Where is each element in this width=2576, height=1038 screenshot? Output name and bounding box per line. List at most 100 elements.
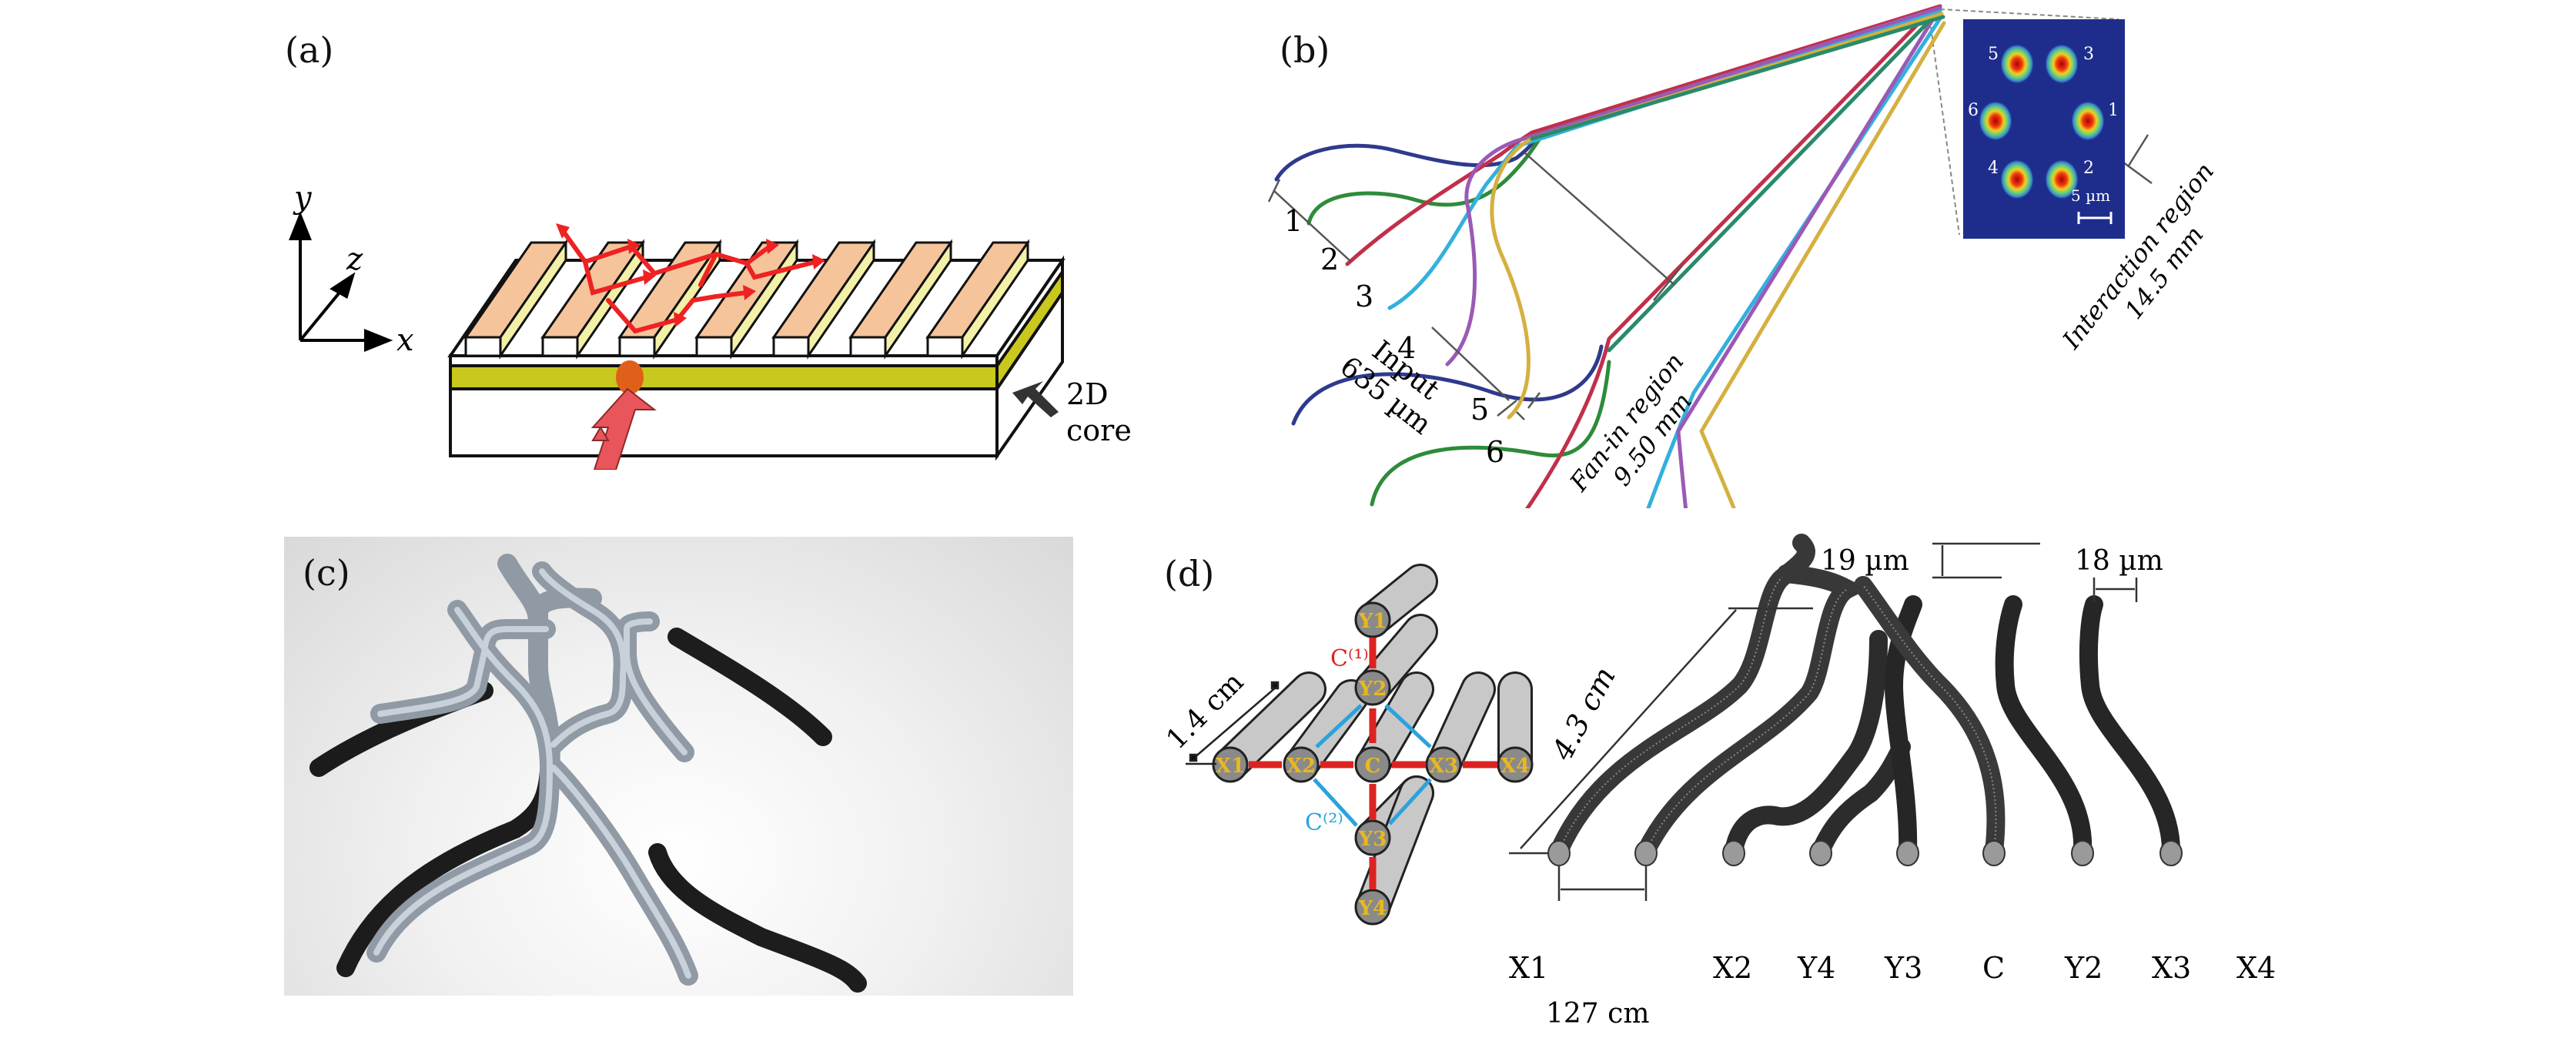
waveguide-1	[1291, 344, 1604, 426]
mode-spot-6	[1979, 101, 2012, 141]
node-label-x4: X4	[1500, 755, 1530, 778]
mode-label-2: 2	[2083, 159, 2094, 178]
grating-ridge-front	[926, 336, 964, 357]
mode-label-5: 5	[1988, 45, 1999, 64]
waveguide-3	[1524, 7, 1935, 508]
fiber-coil-texture	[1558, 577, 1997, 852]
core-annotation-line1: 2D	[1066, 377, 1109, 411]
mode-label-4: 4	[1988, 159, 1999, 178]
diagonal-coupling-arrows	[1313, 704, 1432, 827]
fiber-x4	[2079, 595, 2180, 860]
axis-z-label: z	[346, 242, 363, 277]
scale-bar-label: 5 µm	[2071, 186, 2110, 205]
axes-icon	[289, 211, 393, 352]
mode-spot-5	[2000, 44, 2034, 84]
scale-bar	[2077, 212, 2113, 224]
panel-c-label: (c)	[303, 552, 350, 594]
node-label-y1: Y1	[1358, 610, 1387, 633]
tube-highlights	[373, 568, 691, 979]
output-label-c: C	[1982, 951, 2005, 985]
node-label-x3: X3	[1429, 755, 1458, 778]
propagation-rays	[560, 227, 818, 334]
panel-b-label: (b)	[1280, 29, 1330, 71]
fiber-y4	[1725, 630, 1888, 860]
mode-label-3: 3	[2083, 45, 2094, 64]
waveguide-label-5: 5	[1470, 393, 1489, 427]
waveguide-label-3: 3	[1355, 280, 1373, 313]
node-label-x1: X1	[1216, 755, 1245, 778]
fiber-y2	[1854, 576, 2006, 860]
waveguide-4	[1646, 16, 1942, 508]
waveguide-label-6: 6	[1486, 435, 1504, 469]
output-label-x3: X3	[2152, 951, 2191, 985]
length-dimension-1-4cm	[1186, 681, 1280, 765]
vertical-sep-label: 19 µm	[1821, 545, 1909, 577]
mode-label-6: 6	[1968, 101, 1979, 120]
panel-d-label: (d)	[1164, 553, 1215, 594]
helical-fibers	[1550, 534, 2180, 860]
output-label-x1: X1	[1509, 951, 1548, 985]
panel-a-label: (a)	[285, 29, 334, 71]
input-label: Input 635 µm	[1334, 335, 1446, 441]
cylinder-end-y3	[1354, 819, 1391, 856]
mode-spot-3	[2045, 44, 2079, 84]
panel-c-render: (c)	[284, 537, 1073, 996]
fanin-label: Fan-in region 9.50 mm	[1564, 347, 1698, 497]
fiber-c	[1884, 595, 1922, 860]
fiber-y3	[1812, 738, 1911, 860]
core-pointer-arrow-icon	[1012, 381, 1059, 417]
node-label-y3: Y3	[1358, 828, 1387, 851]
cylinder-end-x4	[1497, 746, 1534, 783]
cylinder-body	[1357, 778, 1432, 922]
fiber-end-caps	[1547, 840, 2183, 866]
output-label-x2: X2	[1713, 951, 1752, 985]
node-label-c: C	[1365, 755, 1381, 778]
output-label-y4: Y4	[1797, 951, 1835, 985]
grating-ridge-front	[849, 336, 887, 357]
waveguide-label-4: 4	[1397, 331, 1416, 365]
fiber-x3	[1995, 595, 2093, 860]
nearest-coupling-arrows	[1249, 638, 1497, 889]
panel-b-diagram	[1291, 7, 2119, 508]
input-beam-arrow-icon	[590, 387, 657, 470]
tubes	[366, 554, 698, 986]
mode-profile-inset: 5 3 6 1 4 2 5 µm	[1963, 19, 2125, 239]
mode-spot-1	[2071, 101, 2105, 141]
cylinder-end-c	[1354, 746, 1391, 783]
waveguide-label-1: 1	[1284, 204, 1303, 238]
input-spot	[616, 360, 644, 394]
waveguide-bundle	[1291, 7, 1946, 508]
output-label-y3: Y3	[1884, 951, 1922, 985]
cylinder-body	[1215, 674, 1324, 780]
horizontal-sep-label: 18 µm	[2075, 545, 2163, 577]
output-labels: X1 X2 Y4 Y3 C Y2 X3 X4	[1509, 951, 2276, 985]
dimension-lines	[1267, 134, 2153, 420]
ray-arrowheads	[556, 223, 825, 327]
panel-b-overlay: 1 2 3 4 5 6 Input 635 µm Fan-in region 9…	[1267, 4, 2220, 497]
axis-x-label: x	[396, 323, 414, 358]
node-label-x2: X2	[1286, 755, 1316, 778]
waveguide-5	[1676, 12, 1939, 508]
dimension-lines	[1509, 542, 2138, 901]
pitch-label: 127 cm	[1546, 998, 1649, 1030]
coupling-label-c1: C⁽¹⁾	[1330, 645, 1369, 672]
cylinder-end-y2	[1354, 669, 1391, 706]
mode-label-1: 1	[2108, 101, 2119, 120]
cylinder-end-x2	[1283, 746, 1320, 783]
grating-ridge-front	[618, 336, 656, 357]
mode-spot-2	[2045, 159, 2079, 199]
length-label-4-3cm: 4.3 cm	[1545, 661, 1622, 766]
axis-y-label: y	[293, 180, 313, 216]
output-label-y2: Y2	[2064, 951, 2103, 985]
core-annotation-line2: core	[1066, 414, 1132, 447]
mode-spot-4	[2000, 159, 2034, 199]
grating-ridge-front	[695, 336, 733, 357]
coupling-label-c2: C⁽²⁾	[1305, 809, 1343, 836]
grating-ridge-front	[772, 336, 810, 357]
grating-ridge-front	[464, 336, 502, 357]
cylinder-end-y1	[1354, 601, 1391, 638]
node-label-y4: Y4	[1358, 897, 1387, 920]
fiber-bundle-diagram: 19 µm 18 µm 4.3 cm 127 cm X1 X2 Y4 Y3 C …	[1509, 534, 2276, 1030]
waveguide-label-2: 2	[1320, 243, 1339, 276]
